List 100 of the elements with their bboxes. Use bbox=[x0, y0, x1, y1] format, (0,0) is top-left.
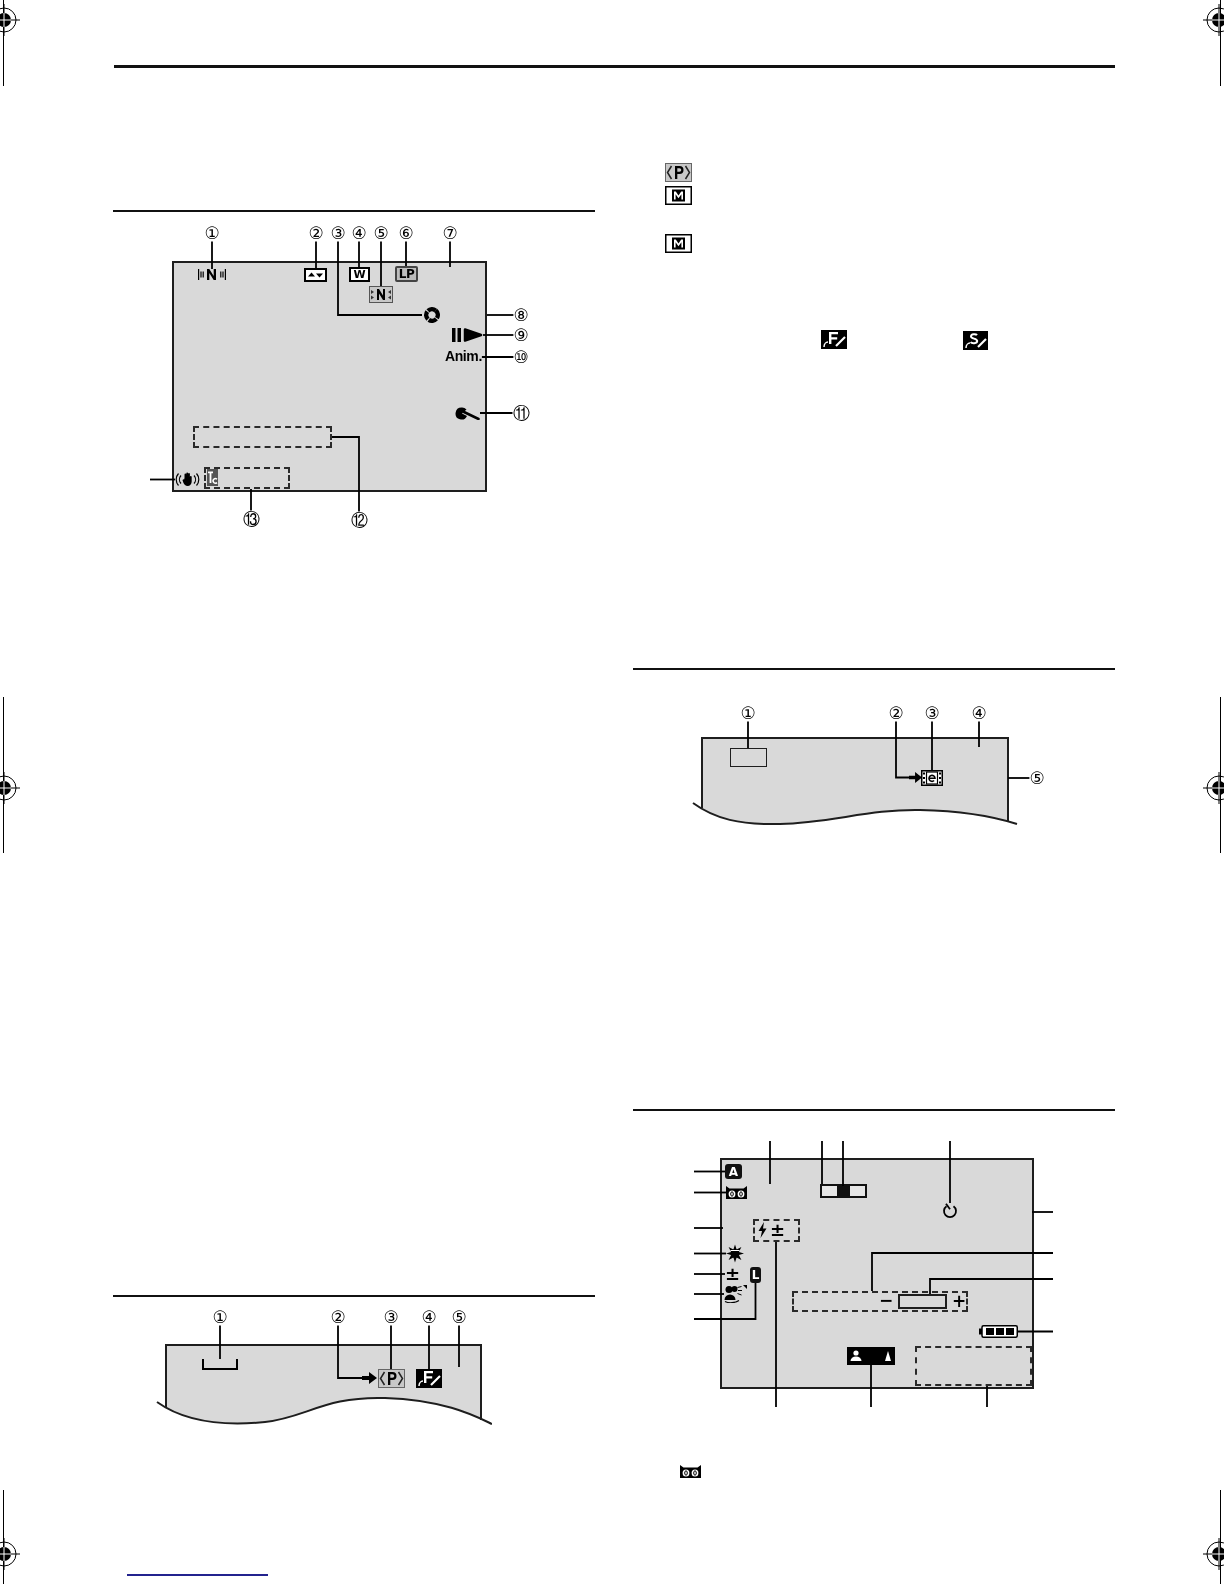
leader-line bbox=[479, 412, 514, 414]
leader-line bbox=[693, 1282, 757, 1320]
display-screen bbox=[690, 737, 1020, 827]
leader-line bbox=[482, 334, 515, 336]
callout-number: ⑫ bbox=[350, 511, 368, 529]
leader-line bbox=[895, 720, 910, 779]
leader-line bbox=[693, 1273, 726, 1275]
person-rays-icon bbox=[724, 1285, 747, 1303]
plus-minus-sign: ± bbox=[725, 1265, 741, 1283]
leader-line bbox=[769, 1140, 771, 1185]
callout-number: ⑬ bbox=[242, 510, 260, 528]
leader-line bbox=[693, 1227, 724, 1229]
dashed-box bbox=[753, 1219, 800, 1242]
leader-line bbox=[931, 720, 933, 771]
boxed-indicator: W bbox=[349, 267, 370, 282]
leader-line bbox=[1007, 777, 1031, 779]
leader-line bbox=[693, 1293, 725, 1295]
leader-line bbox=[337, 240, 423, 316]
callout-number: ④ bbox=[351, 224, 367, 242]
bracket-mark bbox=[202, 1359, 238, 1370]
dish-icon bbox=[455, 407, 480, 420]
leader-line bbox=[842, 1140, 844, 1187]
person-mountain-icon bbox=[847, 1347, 895, 1365]
callout-number: ⑥ bbox=[398, 224, 414, 242]
sun-icon bbox=[726, 1244, 744, 1263]
display-screen bbox=[155, 1344, 492, 1428]
leader-line bbox=[315, 240, 317, 269]
plus-sign: + bbox=[951, 1292, 967, 1310]
arrow-symbol bbox=[362, 1372, 377, 1384]
boxed-indicator: A bbox=[725, 1164, 742, 1179]
ring-icon bbox=[422, 307, 442, 323]
n-bars-icon bbox=[198, 269, 226, 280]
callout-number: ② bbox=[330, 1308, 346, 1326]
minus-sign: − bbox=[878, 1291, 894, 1309]
owl-eyes-icon bbox=[726, 1186, 747, 1199]
callout-number: ④ bbox=[971, 704, 987, 722]
callout-number: ⑨ bbox=[513, 326, 529, 344]
arrow-symbol bbox=[909, 772, 922, 783]
leader-line bbox=[481, 356, 515, 358]
callout-number: ⑧ bbox=[513, 306, 529, 324]
leader-line bbox=[1031, 1211, 1054, 1213]
framed-n-icon bbox=[369, 286, 393, 303]
callout-number: ③ bbox=[383, 1308, 399, 1326]
leader-line bbox=[250, 488, 252, 512]
boxed-indicator: L bbox=[750, 1267, 761, 1283]
battery-icon bbox=[979, 1325, 1018, 1338]
leader-line bbox=[775, 1241, 777, 1408]
framed-p-icon bbox=[378, 1369, 405, 1388]
callout-number: ② bbox=[308, 224, 324, 242]
leader-line bbox=[358, 240, 360, 268]
leader-line bbox=[486, 314, 515, 316]
leader-line bbox=[870, 1364, 872, 1408]
small-frame bbox=[898, 1294, 947, 1309]
leader-line bbox=[380, 240, 382, 287]
callout-number: ② bbox=[888, 704, 904, 722]
leader-line bbox=[929, 1278, 1054, 1295]
leader-line bbox=[219, 1324, 221, 1360]
leader-line bbox=[693, 1252, 727, 1255]
leader-line bbox=[871, 1252, 1054, 1292]
display-text: Anim. bbox=[445, 349, 482, 363]
dashed-box bbox=[792, 1291, 968, 1312]
pause-play-icon bbox=[452, 328, 483, 342]
leader-line bbox=[458, 1324, 460, 1368]
leader-line bbox=[986, 1385, 988, 1408]
leader-line bbox=[693, 1170, 726, 1173]
segment-bar bbox=[820, 1184, 867, 1198]
leader-line bbox=[405, 240, 407, 267]
leader-line bbox=[331, 436, 360, 513]
leader-line bbox=[747, 720, 749, 749]
display-screen bbox=[172, 261, 487, 492]
callout-number: ⑤ bbox=[373, 224, 389, 242]
small-frame bbox=[730, 748, 767, 767]
leader-line bbox=[390, 1324, 392, 1370]
callout-number: ① bbox=[204, 224, 220, 242]
callout-number: ③ bbox=[330, 224, 346, 242]
dashed-box bbox=[193, 426, 332, 448]
callout-number: ⑩ bbox=[513, 348, 529, 366]
leader-line bbox=[449, 240, 451, 268]
callout-number: ⑤ bbox=[451, 1308, 467, 1326]
callout-number: ⑪ bbox=[512, 404, 530, 422]
leader-line bbox=[428, 1324, 430, 1370]
callout-number: ④ bbox=[421, 1308, 437, 1326]
leader-line bbox=[149, 478, 176, 481]
up-down-triangles-icon bbox=[304, 268, 327, 282]
callout-number: ① bbox=[740, 704, 756, 722]
leader-line bbox=[949, 1140, 951, 1204]
dashed-box bbox=[204, 467, 290, 489]
timer-icon bbox=[942, 1203, 958, 1218]
leader-line bbox=[337, 1324, 363, 1379]
boxed-indicator: LP bbox=[395, 266, 418, 282]
film-e-icon bbox=[921, 770, 943, 786]
bar-marker bbox=[837, 1186, 850, 1196]
callout-number: ⑦ bbox=[442, 224, 458, 242]
leader-line bbox=[1017, 1330, 1054, 1333]
display-screen bbox=[720, 1158, 1034, 1389]
leader-line bbox=[821, 1140, 823, 1185]
callout-number: ⑤ bbox=[1029, 769, 1045, 787]
letter-f-icon bbox=[416, 1369, 442, 1388]
hand-waves-icon bbox=[175, 472, 200, 487]
leader-line bbox=[211, 240, 213, 270]
